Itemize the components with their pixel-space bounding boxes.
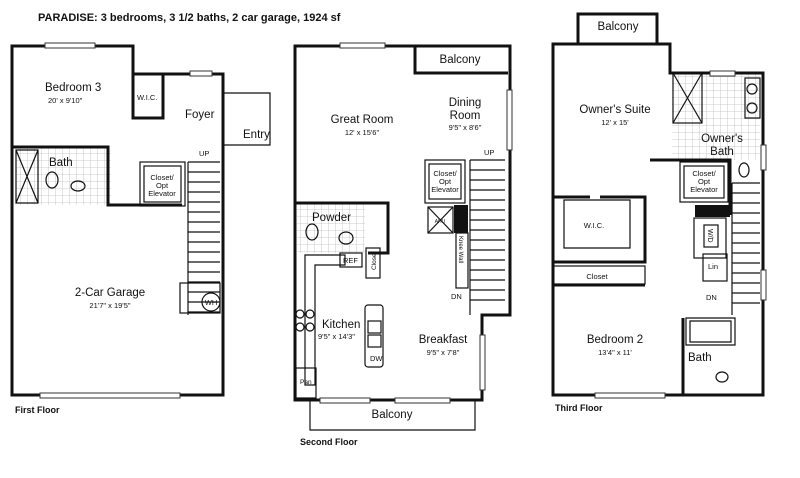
bedroom2-label: Bedroom 2 xyxy=(587,334,643,346)
first-floor: Bedroom 3 20' x 9'10" W.I.C. Foyer Entry… xyxy=(10,42,271,415)
wic-label: W.I.C. xyxy=(584,221,604,230)
balcony-label: Balcony xyxy=(598,21,639,33)
dn-label: DN xyxy=(706,293,717,302)
bath-label: Bath xyxy=(688,352,712,364)
knee-wall-label: Knee Wall xyxy=(457,236,463,263)
dining-label-1: Dining xyxy=(449,97,482,109)
closet-small-label: Closet xyxy=(371,251,378,270)
lin-label: Lin xyxy=(708,262,718,271)
dining-size: 9'5" x 8'6" xyxy=(449,123,482,132)
balcony-bottom-label: Balcony xyxy=(372,409,413,421)
breakfast-size: 9'5" x 7'8" xyxy=(427,348,460,357)
closet-label-2: Opt xyxy=(156,181,169,190)
closet-label-1: Closet/ xyxy=(433,169,457,178)
breakfast-label: Breakfast xyxy=(419,334,468,346)
bath-tile xyxy=(16,147,111,205)
wd-label: W/D xyxy=(706,229,713,243)
closet-label-1: Closet/ xyxy=(692,169,716,178)
dining-label-2: Room xyxy=(450,110,481,122)
closet-label-3: Elevator xyxy=(690,185,718,194)
great-room-size: 12' x 15'6" xyxy=(345,128,380,137)
garage-label: 2-Car Garage xyxy=(75,287,145,299)
third-floor-label: Third Floor xyxy=(555,403,603,413)
third-floor: Balcony Owner's Suite 12' x 15' Owner's … xyxy=(551,12,767,413)
owners-bath-label-1: Owner's xyxy=(701,133,743,145)
garage-size: 21'7" x 19'5" xyxy=(89,301,130,310)
owners-suite-label: Owner's Suite xyxy=(579,104,650,116)
first-floor-label: First Floor xyxy=(15,405,60,415)
closet-label-3: Elevator xyxy=(148,189,176,198)
wh-label: WH xyxy=(205,298,218,307)
entry-label: Entry xyxy=(243,129,270,141)
bedroom2-size: 13'4" x 11' xyxy=(598,348,632,357)
owners-suite-size: 12' x 15' xyxy=(601,118,629,127)
powder-label: Powder xyxy=(312,212,351,224)
closet-small-label: Closet xyxy=(586,272,608,281)
ahu-label: AHU xyxy=(435,219,446,225)
bedroom3-size: 20' x 9'10" xyxy=(48,96,83,105)
powder-tile xyxy=(297,203,365,253)
kitchen-label: Kitchen xyxy=(322,319,360,331)
second-floor-label: Second Floor xyxy=(300,437,358,447)
owners-bath-label-2: Bath xyxy=(710,146,734,158)
pan-label: Pan xyxy=(300,379,312,386)
kitchen-size: 9'5" x 14'3" xyxy=(318,332,355,341)
dw-label: DW xyxy=(370,354,383,363)
bath-label: Bath xyxy=(49,157,73,169)
foyer-label: Foyer xyxy=(185,109,215,121)
dn-label: DN xyxy=(451,292,462,301)
plan-title: PARADISE: 3 bedrooms, 3 1/2 baths, 2 car… xyxy=(38,12,341,24)
ref-label: REF xyxy=(343,256,358,265)
closet-label-2: Opt xyxy=(439,177,452,186)
up-label: UP xyxy=(199,149,209,158)
great-room-label: Great Room xyxy=(331,114,394,126)
closet-label-2: Opt xyxy=(698,177,711,186)
closet-label-3: Elevator xyxy=(431,185,459,194)
balcony-top-label: Balcony xyxy=(440,54,481,66)
closet-label-1: Closet/ xyxy=(150,173,174,182)
up-label: UP xyxy=(484,148,494,157)
second-floor: Balcony Great Room 12' x 15'6" Dining Ro… xyxy=(293,42,513,447)
bedroom3-label: Bedroom 3 xyxy=(45,82,101,94)
wic-label: W.I.C. xyxy=(137,93,157,102)
